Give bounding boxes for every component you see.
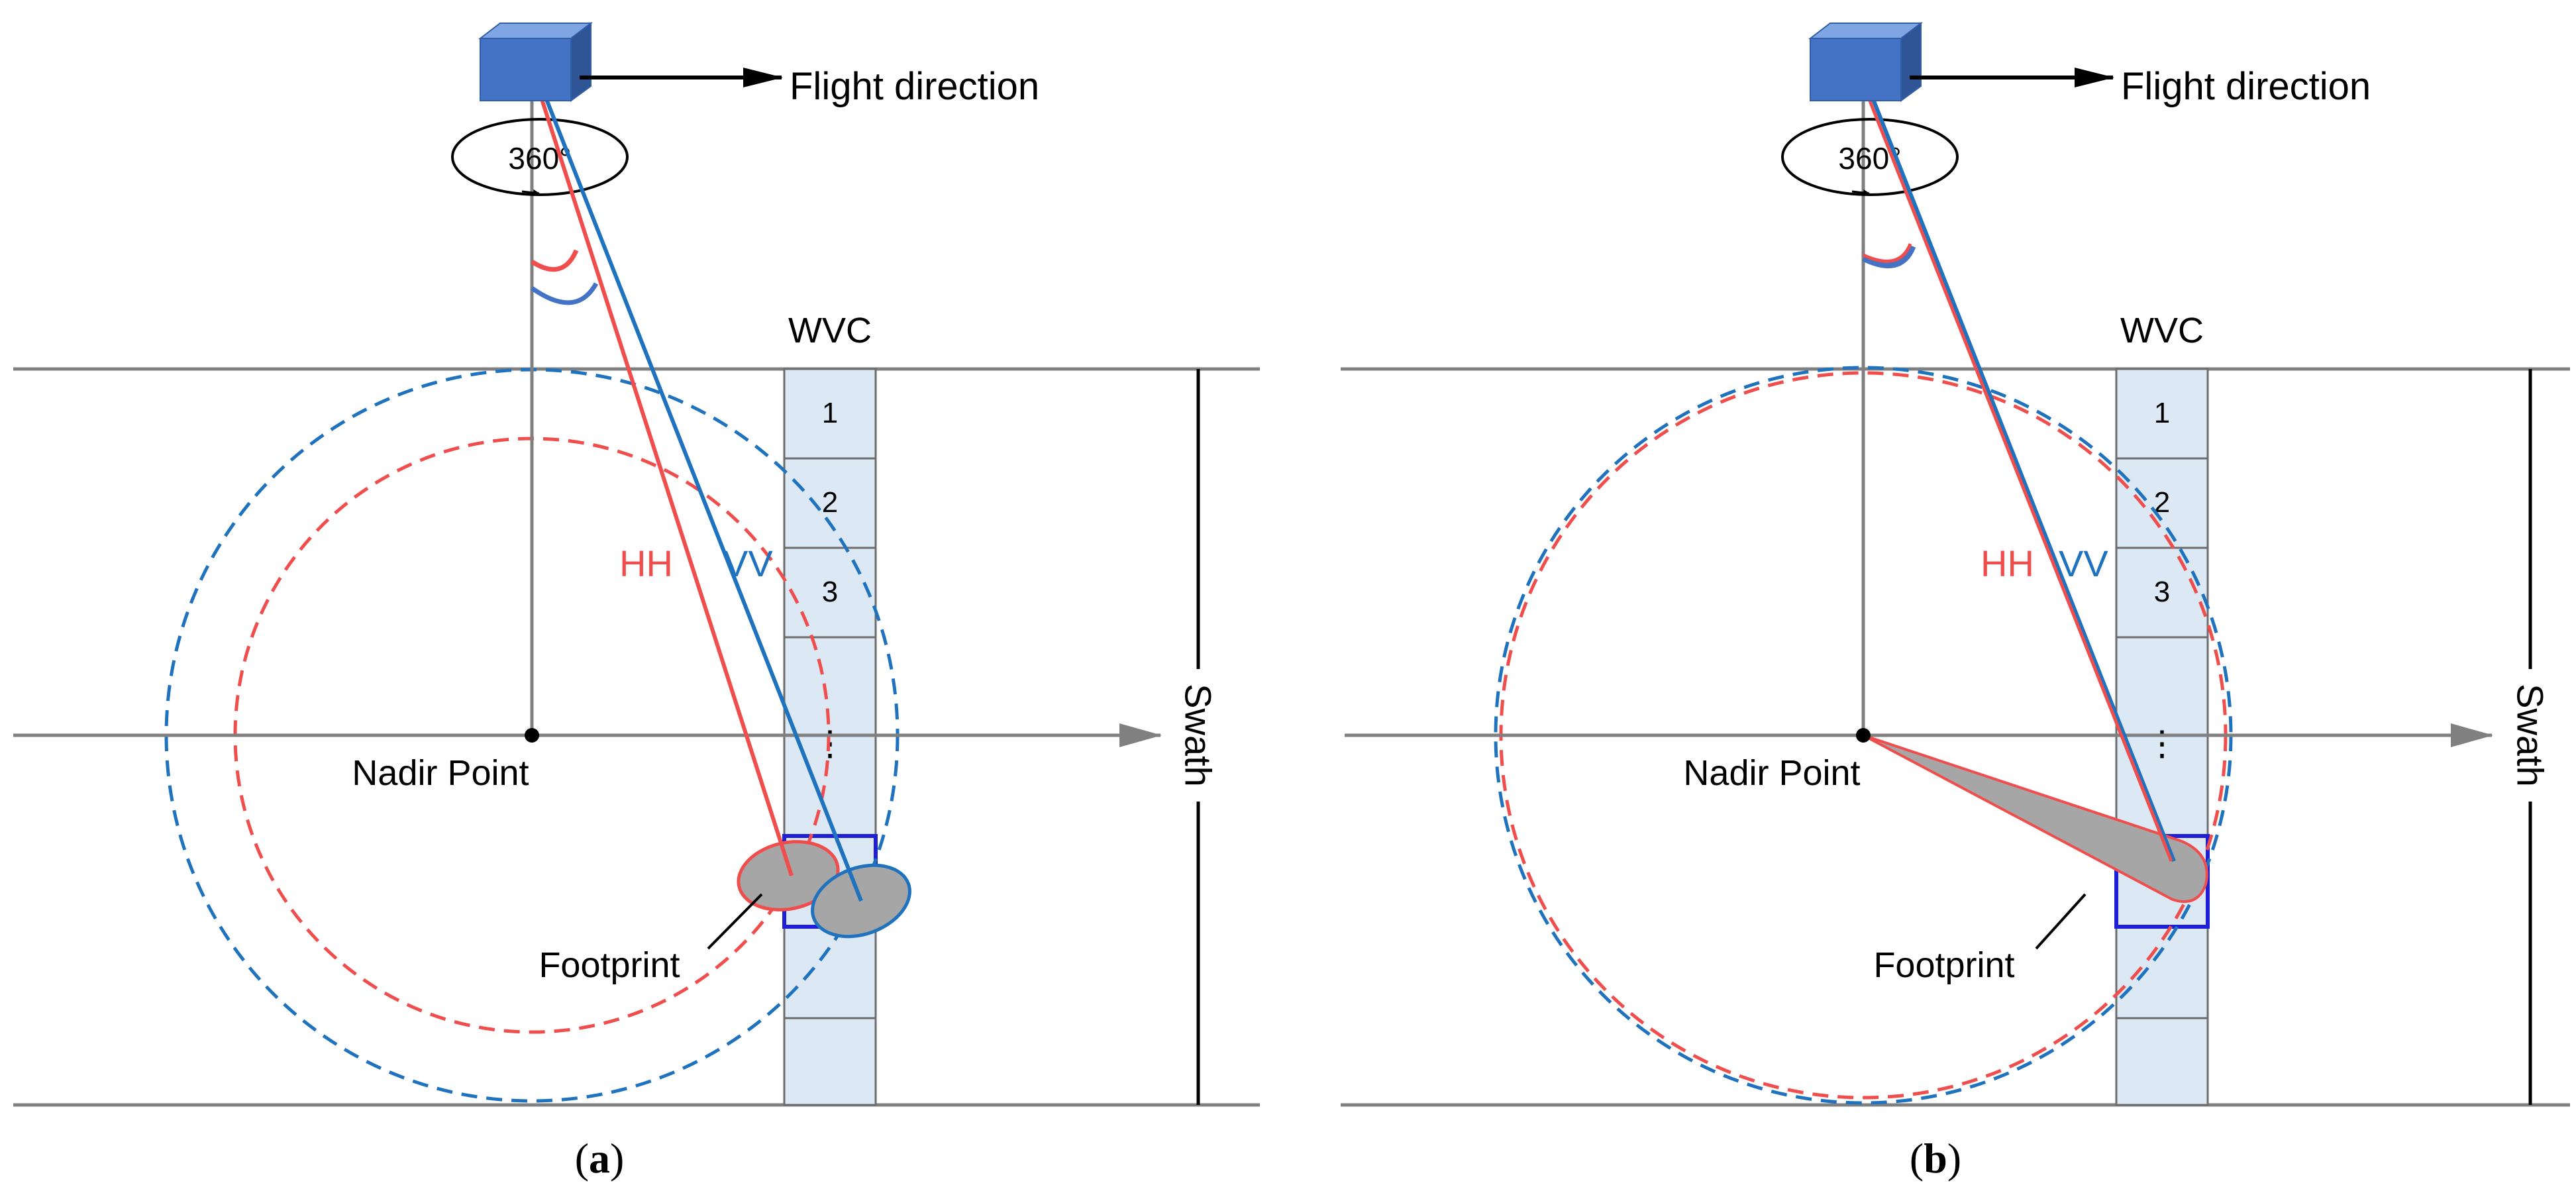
rotation-ellipse (1781, 118, 1959, 196)
hh-beam-label: HH (1981, 543, 2034, 584)
vv-beam-label: VV (723, 543, 773, 584)
vv-beam (544, 98, 863, 902)
panel-caption: (b) (1910, 1135, 1961, 1182)
wvc-cell (783, 368, 877, 460)
rotation-arrow (521, 189, 540, 196)
hh-incidence-arc (531, 249, 579, 272)
hh-incidence-arc (1862, 243, 1912, 263)
wvc-ellipsis: ⋮ (2145, 725, 2179, 763)
hh-beam (540, 99, 794, 876)
flight-direction-label: Flight direction (790, 65, 1039, 108)
footprint-label: Footprint (1873, 945, 2014, 985)
panel-b: 1 2 3 ⋮ WVC Swath Nadir Point 360° (1341, 21, 2570, 1182)
wvc-cell (2115, 546, 2209, 639)
nadir-point-dot (525, 728, 539, 743)
rotation-ellipse (451, 118, 629, 196)
vv-incidence-arc (530, 282, 599, 305)
wvc-cell-label: 3 (822, 576, 838, 608)
wvc-cell (2115, 457, 2209, 549)
nadir-point-label: Nadir Point (352, 753, 529, 793)
rotation-arrow (1851, 189, 1870, 196)
footprint-leader-line (2035, 893, 2087, 950)
flight-direction-label: Flight direction (2121, 65, 2371, 108)
nadir-point-dot (1856, 728, 1871, 743)
panel-caption: (a) (575, 1135, 625, 1182)
wvc-column: 1 2 3 ⋮ WVC (2114, 311, 2210, 1106)
panel-a: 1 2 3 ⋮ WVC Swath Nadir Point 360° (13, 21, 1260, 1182)
wvc-cell (783, 546, 877, 639)
vv-beam (1871, 98, 2176, 862)
swath-label: Swath (1178, 684, 1219, 787)
vv-beam-label: VV (2059, 543, 2108, 584)
wvc-cell (2115, 1017, 2209, 1106)
wvc-header: WVC (2120, 311, 2204, 350)
swath-label: Swath (2510, 684, 2551, 787)
wvc-cell-label: 3 (2154, 576, 2170, 608)
footprint-wedge (1863, 734, 2208, 904)
wvc-cell-label: 1 (2154, 397, 2170, 429)
wvc-cell-label: 1 (822, 397, 838, 429)
wvc-cell (783, 1017, 877, 1106)
satellite-icon (1808, 21, 1923, 102)
satellite-icon (478, 21, 593, 102)
wvc-column: 1 2 3 ⋮ WVC (782, 311, 878, 1106)
footprint-label: Footprint (539, 945, 680, 985)
wvc-cell (2115, 368, 2209, 460)
wvc-header: WVC (788, 311, 872, 350)
vv-incidence-arc (1862, 245, 1916, 269)
nadir-point-label: Nadir Point (1683, 753, 1860, 793)
wvc-cell (783, 457, 877, 549)
wvc-cell-label: 2 (822, 486, 838, 519)
hh-beam (1867, 99, 2173, 862)
footprint-leader-line (707, 893, 763, 950)
hh-beam-label: HH (619, 543, 673, 584)
